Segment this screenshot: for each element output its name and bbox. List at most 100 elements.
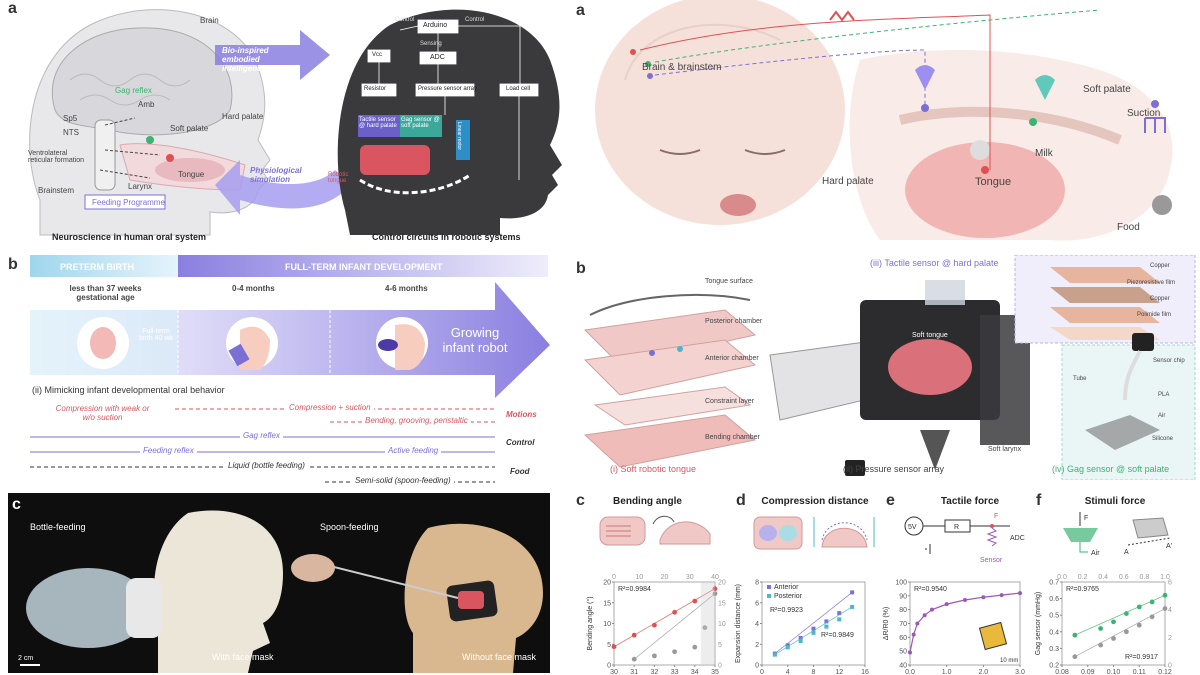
label-gag-reflex-bar: Gag reflex — [240, 431, 283, 440]
constraint-layer — [593, 386, 752, 426]
tongue-large — [905, 142, 1065, 238]
data-point — [1136, 604, 1142, 610]
chart-f-letter: f — [1036, 492, 1042, 509]
legend-swatch — [767, 585, 771, 589]
data-point — [631, 632, 637, 638]
x-tick-label: 0.0 — [905, 669, 915, 675]
circuit-5v: 5V — [908, 524, 917, 531]
top-tick-label: 30 — [686, 574, 694, 581]
label-food-r: Food — [1117, 222, 1140, 233]
x-tick-label: 30 — [610, 669, 618, 675]
label-hard-palate-r: Hard palate — [822, 176, 874, 187]
posterior-sensor-dot — [677, 346, 683, 352]
data-point — [798, 636, 803, 641]
data-point — [850, 590, 855, 595]
top-tick-label: 0.2 — [1078, 574, 1088, 581]
data-point — [652, 653, 657, 659]
y-tick-label: 4 — [755, 621, 759, 628]
label-tactile-hard-palate: (iii) Tactile sensor @ hard palate — [870, 258, 999, 268]
r-squared-label-b: R²=0.9849 — [821, 632, 854, 639]
y-axis-label: Expansion distance (mm) — [735, 584, 742, 663]
brainstem-shape — [94, 119, 116, 191]
inset-scale-label: 10 mm — [1000, 658, 1018, 664]
data-point — [692, 598, 698, 604]
copper-layer-1 — [1050, 267, 1160, 283]
nerve-path-purple — [654, 49, 926, 108]
data-point — [712, 591, 718, 597]
data-point — [772, 652, 777, 657]
label-bottle-feeding: Bottle-feeding — [30, 522, 86, 532]
robot-head-masked — [154, 510, 283, 673]
label-semi-solid: Semi-solid (spoon-feeding) — [352, 476, 454, 485]
chart-e-circuit: 5V R F ADC Sensor — [904, 513, 1025, 564]
x-tick-label: 2.0 — [978, 669, 988, 675]
y-tick-label: 6 — [755, 600, 759, 607]
label-control-2: Control — [465, 17, 485, 23]
neuron-purple — [647, 73, 653, 79]
label-soft-larynx: Soft larynx — [988, 446, 1022, 453]
right-tick-label: 5 — [718, 642, 722, 649]
label-bending: Bending, grooving, peristaltic — [362, 416, 471, 425]
nerve-path-red — [639, 14, 991, 170]
data-point — [785, 643, 790, 648]
label-sensing: Sensing — [420, 41, 442, 47]
milk-drop — [970, 140, 990, 160]
robotic-head-shape — [337, 9, 562, 235]
label-gag-reflex: Gag reflex — [115, 86, 152, 95]
data-point — [1149, 599, 1155, 605]
icon-air: Air — [1091, 550, 1100, 557]
gag-sensor-box — [400, 115, 442, 137]
top-tick-label: 20 — [661, 574, 669, 581]
y-tick-label: 20 — [603, 580, 611, 587]
label-brain: Brain — [200, 16, 219, 25]
panel-letter: a — [576, 2, 585, 19]
fullterm-band — [178, 255, 548, 277]
right-tick-label: 6 — [1168, 580, 1172, 587]
label-tongue-r: Tongue — [975, 176, 1012, 188]
pressure-sensor-chip — [845, 460, 865, 476]
plot-frame-c — [613, 581, 716, 666]
label-control: Control — [506, 438, 535, 447]
label-preterm: PRETERM BIRTH — [60, 262, 134, 272]
neuron-red — [630, 49, 636, 55]
silicone-part — [1085, 415, 1160, 450]
label-ctrl-gag: Gag sensor @ soft palate — [401, 117, 440, 129]
data-point — [999, 593, 1004, 598]
anterior-sensor-dot — [649, 350, 655, 356]
right-tick-label: 20 — [718, 580, 726, 587]
sensor-chip-part — [1132, 333, 1154, 351]
data-point — [1098, 642, 1104, 648]
data-point — [922, 613, 927, 618]
label-fullterm: FULL-TERM INFANT DEVELOPMENT — [285, 262, 443, 272]
data-point — [798, 639, 803, 644]
right-tick-label: 0 — [718, 663, 722, 670]
spoon-icon — [378, 339, 398, 351]
right-tick-label: 4 — [1168, 607, 1172, 614]
label-tube: Tube — [1073, 376, 1087, 382]
tongue-exploded-illustration — [583, 255, 1196, 480]
tongue-shape — [155, 158, 225, 182]
x-tick-label: 0.12 — [1158, 669, 1172, 675]
bending-chamber-layer — [583, 414, 757, 468]
r-squared-label: R²=0.9984 — [618, 586, 651, 593]
data-point — [811, 630, 816, 635]
data-point — [930, 607, 934, 612]
infant-head — [595, 0, 845, 225]
food-ball — [1152, 195, 1172, 215]
label-polimide-film: Polimide film — [1137, 312, 1172, 318]
y-tick-label: 5 — [607, 642, 611, 649]
legend-label: Anterior — [774, 584, 799, 591]
soft-tongue-visual — [888, 339, 972, 395]
y-tick-label: 0.2 — [1049, 663, 1059, 670]
tongue-bent-icon — [659, 521, 711, 545]
circuit-r: R — [954, 524, 959, 531]
panel-a-illustration — [29, 9, 562, 236]
right-tick-label: 2 — [1168, 635, 1172, 642]
y-axis-label: ΔR/R0 (%) — [883, 607, 890, 640]
piezo-layer — [1050, 287, 1160, 303]
data-point — [1098, 626, 1104, 631]
label-constraint-layer: Constraint layer — [705, 398, 755, 405]
robot-tube — [359, 173, 471, 195]
caption-control-circuits: Control circuits in robotic systems — [372, 232, 521, 242]
